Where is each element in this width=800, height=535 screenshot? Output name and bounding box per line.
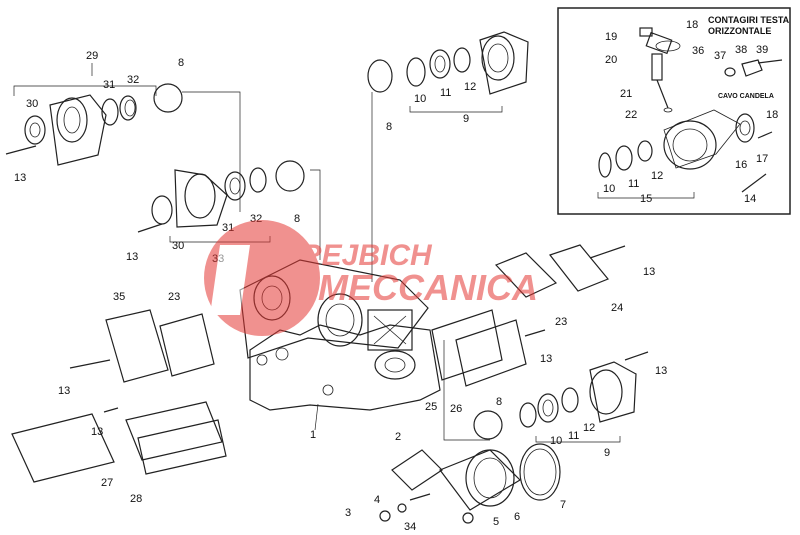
callout: 25 [425, 401, 437, 413]
callout: 13 [655, 365, 667, 377]
callout: 24 [611, 302, 623, 314]
callout: 9 [604, 447, 610, 459]
callout: 14 [744, 193, 756, 205]
callout: 13 [126, 251, 138, 263]
inset-title-line1: CONTAGIRI TESTA [708, 15, 790, 25]
callout: 17 [756, 153, 768, 165]
callout: 30 [172, 240, 184, 252]
assembly-reed-valves: 35 23 13 13 27 28 [11, 291, 227, 505]
watermark-logo: REJBICH MECCANICA [204, 220, 538, 336]
callout: 18 [766, 109, 778, 121]
callout: 11 [628, 178, 639, 190]
callout: 22 [625, 109, 637, 121]
assembly-29: 29 30 31 32 8 13 [5, 50, 241, 212]
callout: 19 [605, 31, 617, 43]
callout: 12 [583, 422, 595, 434]
callout: 39 [756, 44, 768, 56]
callout: 11 [568, 430, 579, 442]
callout: 8 [496, 396, 502, 408]
callout: 18 [686, 19, 698, 31]
callout: 13 [540, 353, 552, 365]
callout: 4 [374, 494, 380, 506]
callout: 10 [414, 93, 426, 105]
callout: 23 [555, 316, 567, 328]
callout: 1 [310, 429, 316, 441]
inset-panel: CONTAGIRI TESTA ORIZZONTALE CAVO CANDELA [557, 7, 791, 215]
callout: 38 [735, 44, 747, 56]
callout: 8 [178, 57, 184, 69]
callout: 11 [440, 87, 451, 99]
callout: 10 [603, 183, 615, 195]
callout: 21 [620, 88, 632, 100]
callout: 16 [735, 159, 747, 171]
callout: 12 [464, 81, 476, 93]
callout: 6 [514, 511, 520, 523]
callout: 31 [103, 79, 115, 91]
inset-bearing-housing [598, 109, 773, 193]
cable-label: CAVO CANDELA [718, 93, 774, 100]
callout: 20 [605, 54, 617, 66]
callout: 36 [692, 45, 704, 57]
callout: 13 [643, 266, 655, 278]
assembly-9-bottom: 13 8 10 11 12 9 [443, 340, 667, 459]
callout: 8 [294, 213, 300, 225]
callout: 23 [168, 291, 180, 303]
callout: 15 [640, 193, 652, 205]
callout: 3 [345, 507, 351, 519]
callout: 26 [450, 403, 462, 415]
callout: 10 [550, 435, 562, 447]
callout: 2 [395, 431, 401, 443]
tacho-drive-assembly [639, 27, 783, 113]
assembly-9-top: 8 10 11 12 9 [367, 31, 529, 282]
inset-title-line2: ORIZZONTALE [708, 26, 771, 36]
callout: 13 [91, 426, 103, 438]
callout: 13 [14, 172, 26, 184]
callout: 8 [386, 121, 392, 133]
watermark-line2: MECCANICA [318, 267, 538, 308]
assembly-25-26: 13 25 26 [425, 309, 552, 415]
callout: 34 [404, 521, 416, 533]
callout: 27 [101, 477, 113, 489]
assembly-intake: 2 3 4 5 6 7 34 [345, 431, 566, 533]
callout: 29 [86, 50, 98, 62]
watermark-line1: REJBICH [300, 239, 433, 272]
callout: 9 [463, 113, 469, 125]
callout: 13 [58, 385, 70, 397]
callout: 28 [130, 493, 142, 505]
callout: 32 [127, 74, 139, 86]
callout: 7 [560, 499, 566, 511]
callout: 12 [651, 170, 663, 182]
callout: 37 [714, 50, 726, 62]
callout: 30 [26, 98, 38, 110]
callout: 5 [493, 516, 499, 528]
assembly-24: 13 24 23 [494, 244, 655, 328]
callout: 35 [113, 291, 125, 303]
